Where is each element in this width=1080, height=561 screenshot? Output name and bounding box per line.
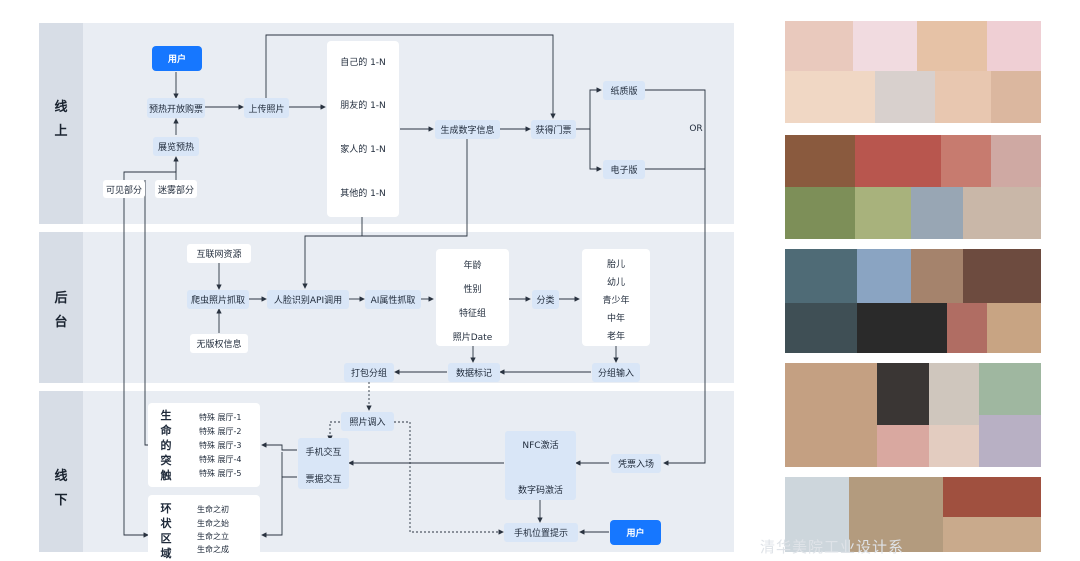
lane-online-label-bg <box>39 23 83 224</box>
gen-digital-info-node: 生成数字信息 <box>435 120 500 139</box>
photo-in-node: 照片调入 <box>341 412 394 431</box>
lane-backend-title: 后 台 <box>54 291 68 330</box>
data-mark-node: 数据标记 <box>448 363 500 382</box>
source-other: 其他的 1-N <box>340 189 386 199</box>
life-hall-4: 特殊 展厅-4 <box>199 455 242 464</box>
group-infant: 幼儿 <box>606 278 625 288</box>
life-hall-3: 特殊 展厅-3 <box>199 441 242 450</box>
face-api-node: 人脸识别API调用 <box>267 290 349 309</box>
nfc-activate-label: NFC激活 <box>522 441 559 451</box>
phone-location-node: 手机位置提示 <box>504 523 578 542</box>
life-synapse-title: 生命的突触 <box>160 409 172 482</box>
fog-part-node: 迷雾部分 <box>155 180 197 198</box>
electronic-version-node: 电子版 <box>603 160 645 179</box>
photo-sources-panel <box>327 41 399 217</box>
ring-item-4: 生命之成 <box>197 545 229 554</box>
attr-photo-date: 照片Date <box>452 333 493 343</box>
ai-attr-node: AI属性抓取 <box>365 290 421 309</box>
ring-area-title: 环状区域 <box>160 502 172 560</box>
attributes-panel <box>436 249 509 346</box>
presale-ticket-node: 预热开放购票 <box>147 98 205 118</box>
ring-item-2: 生命之始 <box>197 519 229 528</box>
ticket-interact-label: 票据交互 <box>305 475 342 485</box>
ring-item-3: 生命之立 <box>197 532 229 541</box>
phone-interact-node <box>298 438 349 489</box>
photo-children <box>785 135 1041 239</box>
life-synapse-panel <box>148 403 260 487</box>
offline-user-node: 用户 <box>610 520 661 545</box>
ring-area-panel <box>148 495 260 557</box>
online-user-node: 用户 <box>152 46 202 71</box>
watermark-text: 清华美院工业设计系 <box>760 538 905 556</box>
get-ticket-node: 获得门票 <box>531 120 576 139</box>
photo-babies <box>785 21 1041 123</box>
group-fetus: 胎儿 <box>606 260 625 270</box>
group-teen: 青少年 <box>602 296 630 306</box>
ticket-entry-node: 凭票入场 <box>611 454 661 473</box>
internet-resources-node: 互联网资源 <box>187 244 251 263</box>
or-label: OR <box>689 124 703 134</box>
crawler-node: 爬虫照片抓取 <box>187 290 249 309</box>
no-copyright-node: 无版权信息 <box>190 334 248 353</box>
classify-node: 分类 <box>532 290 559 309</box>
lane-offline-title: 线 下 <box>54 469 68 508</box>
source-self: 自己的 1-N <box>340 58 386 68</box>
group-input-node: 分组输入 <box>592 363 640 382</box>
lane-backend-label-bg <box>39 232 83 383</box>
attr-feature-group: 特征组 <box>458 309 486 319</box>
photo-elders <box>785 477 1041 552</box>
attr-gender: 性别 <box>463 285 482 295</box>
digital-code-activate-label: 数字码激活 <box>517 486 563 496</box>
life-hall-5: 特殊 展厅-5 <box>199 469 242 478</box>
activation-node <box>505 431 576 500</box>
paper-version-node: 纸质版 <box>603 81 645 100</box>
group-middle: 中年 <box>606 314 625 324</box>
visible-part-node: 可见部分 <box>103 180 145 198</box>
pack-group-node: 打包分组 <box>344 363 394 382</box>
age-groups-panel <box>582 249 650 346</box>
group-elder: 老年 <box>606 332 625 342</box>
photo-adults <box>785 363 1041 467</box>
ring-item-1: 生命之初 <box>197 505 229 514</box>
phone-interact-label: 手机交互 <box>305 448 342 458</box>
life-hall-1: 特殊 展厅-1 <box>199 413 242 422</box>
lane-online-title: 线 上 <box>54 100 68 139</box>
source-friends: 朋友的 1-N <box>340 101 386 111</box>
lane-offline-label-bg <box>39 391 83 552</box>
source-family: 家人的 1-N <box>340 145 386 155</box>
attr-age: 年龄 <box>463 261 482 271</box>
life-hall-2: 特殊 展厅-2 <box>199 427 242 436</box>
photo-teens <box>785 249 1041 353</box>
exhibit-preview-node: 展览预热 <box>153 137 199 156</box>
upload-photo-node: 上传照片 <box>244 98 289 118</box>
